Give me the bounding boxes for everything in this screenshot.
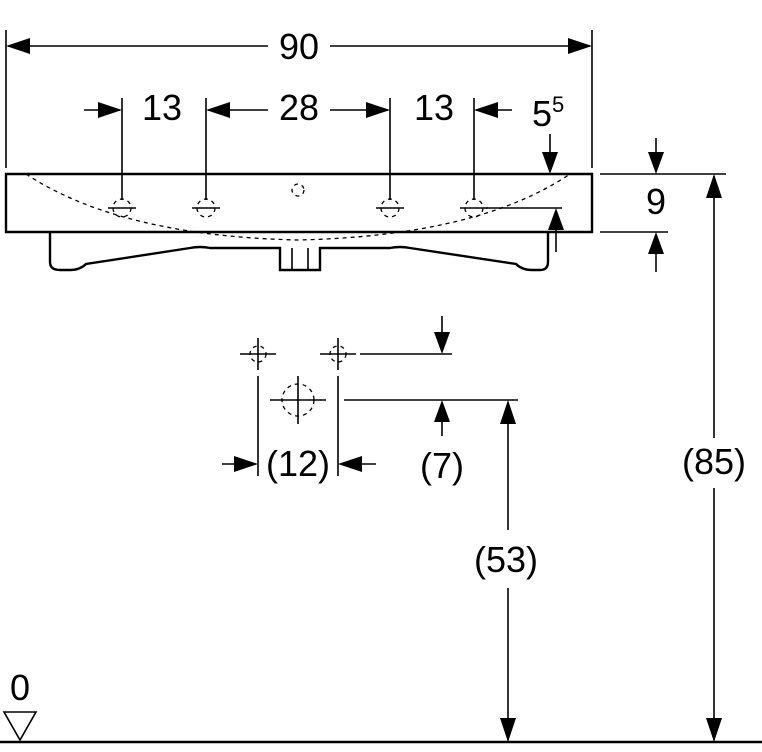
tap-hole-2 [192, 198, 220, 218]
wall-connections [240, 338, 518, 476]
overall-width-dimension: 90 [5, 26, 593, 168]
wall-connection-offset-label: (7) [420, 445, 464, 486]
wall-connection-offset-dimension: (7) [420, 316, 464, 486]
hole-right-spacing-label: 13 [414, 87, 454, 128]
washbasin-outline [4, 172, 594, 272]
supply-point-left [240, 338, 276, 370]
overall-width-label: 90 [279, 26, 319, 67]
floor-level: 0 [0, 667, 762, 744]
tap-hole-3 [376, 198, 404, 218]
wall-connection-spacing-label: (12) [266, 443, 330, 484]
rim-floor-height-label: (85) [682, 441, 746, 482]
hole-center-spacing-label: 28 [279, 87, 319, 128]
drain-connection [270, 376, 326, 424]
hole-left-spacing-label: 13 [142, 87, 182, 128]
rim-height-dimension: 9 [600, 138, 726, 272]
tap-hole-1 [108, 198, 136, 218]
rim-height-label: 9 [646, 181, 666, 222]
tap-hole-spacing-dimension: 13 28 13 [84, 87, 512, 200]
wall-connection-spacing-dimension: (12) [222, 443, 376, 484]
tap-hole-4 [460, 198, 488, 218]
tap-holes [108, 198, 488, 218]
supply-point-right [320, 338, 356, 370]
floor-level-label: 0 [10, 667, 30, 708]
rim-inset-label: 55 [532, 92, 564, 134]
floor-level-triangle-icon [2, 711, 38, 742]
rim-floor-height-dimension: (85) [682, 174, 746, 742]
drain-height-dimension: (53) [474, 400, 538, 742]
drain-height-label: (53) [474, 539, 538, 580]
